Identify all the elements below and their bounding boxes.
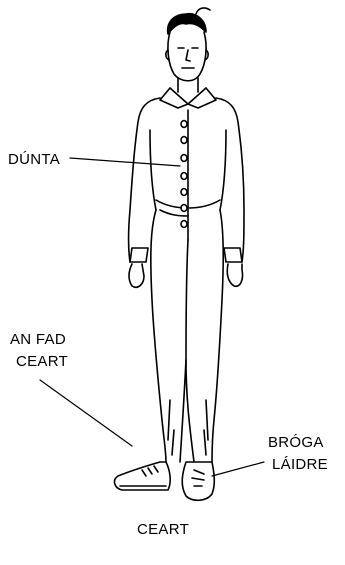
leader-dunta	[70, 158, 180, 166]
figure-caption: CEART	[137, 520, 189, 540]
label-laidre: LÁIDRE	[272, 455, 328, 475]
button-row	[181, 121, 187, 228]
leader-broga	[212, 462, 264, 476]
boots-drawing	[115, 462, 215, 500]
label-an-fad: AN FAD	[10, 330, 66, 350]
collar-drawing	[160, 88, 216, 108]
coverall-body-drawing	[129, 98, 245, 462]
label-dunta: DÚNTA	[8, 150, 60, 170]
label-ceart-length: CEART	[16, 352, 68, 372]
leader-fad-ceart	[40, 380, 132, 446]
head-drawing	[166, 8, 210, 92]
callout-lines	[40, 158, 264, 476]
label-broga: BRÓGA	[268, 433, 324, 453]
